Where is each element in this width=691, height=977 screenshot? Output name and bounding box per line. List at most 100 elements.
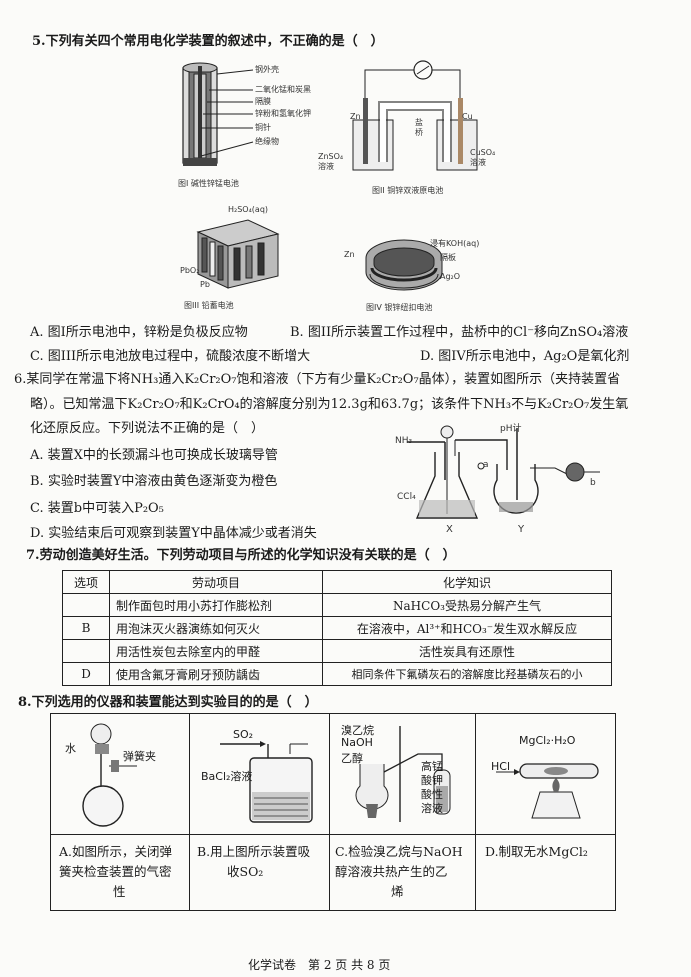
q8-option-c-line3: 烯 — [391, 884, 404, 899]
fig2-label-salt-bridge: 盐桥 — [415, 118, 423, 137]
fig2-caption: 图II 铜锌双液原电池 — [372, 186, 444, 195]
fig3-label-pb: Pb — [200, 280, 210, 289]
q6-option-c: C. 装置b中可装入P₂O₅ — [30, 501, 164, 516]
q5-option-c: C. 图III所示电池放电过程中，硫酸浓度不断增大 — [30, 349, 311, 364]
fig2-label-znso4: ZnSO₄溶液 — [318, 152, 344, 171]
q6-label-x: X — [446, 524, 453, 535]
q7-row-d-knowledge: 相同条件下氟磷灰石的溶解度比羟基磷灰石的小 — [322, 662, 612, 686]
q6-label-y: Y — [518, 524, 525, 535]
q8-option-a-line2: 簧夹检查装置的气密 — [59, 864, 172, 879]
q8-option-d-line1: D.制取无水MgCl₂ — [485, 844, 588, 859]
q6-label-b: b — [590, 478, 596, 488]
q8-fig-d — [496, 763, 599, 819]
q7-stem: 7.劳动创造美好生活。下列劳动项目与所述的化学知识没有关联的是（ ） — [26, 548, 456, 563]
fig2-cu-zn-cell — [352, 60, 478, 171]
q8-option-c-line2: 醇溶液共热产生的乙 — [335, 864, 448, 879]
q7-row-a-knowledge: NaHCO₃受热易分解产生气 — [322, 593, 612, 617]
q8-b-label-so2: SO₂ — [233, 728, 254, 741]
fig3-lead-acid-battery — [196, 219, 280, 289]
q7-row-d-option: D — [62, 662, 110, 686]
q7-row-b-option: B — [62, 616, 110, 640]
q8-row-divider — [51, 834, 615, 835]
fig4-label-koh: 浸有KOH(aq) — [430, 239, 480, 248]
fig2-label-cuso4: CuSO₄溶液 — [470, 148, 496, 167]
q8-c-label-ethanol: 乙醇 — [341, 752, 363, 765]
fig4-label-zn: Zn — [344, 250, 355, 259]
q7-header-task: 劳动项目 — [109, 570, 323, 594]
table-row: 用活性炭包去除室内的甲醛 活性炭具有还原性 — [62, 639, 612, 663]
fig4-caption: 图IV 银锌纽扣电池 — [366, 303, 433, 312]
q6-stem-line3: 化还原反应。下列说法不正确的是（ ） — [30, 421, 265, 436]
table-row: D 使用含氟牙膏刷牙预防龋齿 相同条件下氟磷灰石的溶解度比羟基磷灰石的小 — [62, 662, 612, 686]
q6-apparatus — [407, 425, 600, 519]
q5-option-d: D. 图IV所示电池中，Ag₂O是氧化剂 — [420, 349, 630, 364]
q8-col-divider-3 — [475, 714, 476, 910]
fig1-label-membrane: 隔膜 — [255, 97, 271, 106]
q7-row-b-task: 用泡沫灭火器演练如何灭火 — [109, 616, 323, 640]
q8-col-divider-1 — [189, 714, 190, 910]
q6-stem-line1: 6.某同学在常温下将NH₃通入K₂Cr₂O₇饱和溶液（下方有少量K₂Cr₂O₇晶… — [14, 372, 621, 387]
q8-option-a-line3: 性 — [113, 884, 126, 899]
q5-option-a: A. 图I所示电池中，锌粉是负极反应物 — [30, 325, 248, 340]
q7-row-c-knowledge: 活性炭具有还原性 — [322, 639, 612, 663]
fig2-label-cu: Cu — [462, 112, 473, 121]
q8-fig-a — [82, 723, 137, 827]
q8-a-label-clip: 弹簧夹 — [123, 750, 156, 763]
q6-label-nh3: NH₃ — [395, 436, 413, 446]
q7-header-row: 选项 劳动项目 化学知识 — [62, 570, 612, 594]
q8-c-label-naoh: NaOH — [341, 736, 373, 749]
fig1-label-insulator: 绝缘物 — [255, 137, 279, 146]
q6-option-a: A. 装置X中的长颈漏斗也可换成长玻璃导管 — [30, 448, 278, 463]
q7-row-c-task: 用活性炭包去除室内的甲醛 — [109, 639, 323, 663]
q7-table: 选项 劳动项目 化学知识 制作面包时用小苏打作膨松剂 NaHCO₃受热易分解产生… — [62, 570, 612, 686]
fig1-label-zinc-koh: 锌粉和氢氧化钾 — [255, 109, 311, 118]
q8-option-c-line1: C.检验溴乙烷与NaOH — [335, 844, 463, 859]
q6-label-ph-meter: pH计 — [500, 424, 522, 434]
q7-header-knowledge: 化学知识 — [322, 570, 612, 594]
q7-row-a-task: 制作面包时用小苏打作膨松剂 — [109, 593, 323, 617]
q5-option-b: B. 图II所示装置工作过程中，盐桥中的Cl⁻移向ZnSO₄溶液 — [290, 325, 629, 340]
q8-c-label-kmno4-4: 溶液 — [421, 802, 443, 815]
q6-option-b: B. 实验时装置Y中溶液由黄色逐渐变为橙色 — [30, 474, 278, 489]
q7-row-d-task: 使用含氟牙膏刷牙预防龋齿 — [109, 662, 323, 686]
q8-a-label-water: 水 — [65, 742, 76, 755]
fig1-alkaline-battery — [182, 62, 254, 166]
fig1-label-copper-pin: 铜针 — [255, 123, 271, 132]
fig4-button-cell — [365, 239, 443, 291]
q8-c-label-bromoethane: 溴乙烷 — [341, 724, 374, 737]
q7-row-b-knowledge: 在溶液中，Al³⁺和HCO₃⁻发生双水解反应 — [322, 616, 612, 640]
fig1-label-steel-shell: 钢外壳 — [255, 65, 279, 74]
table-row: B 用泡沫灭火器演练如何灭火 在溶液中，Al³⁺和HCO₃⁻发生双水解反应 — [62, 616, 612, 640]
fig3-label-h2so4: H₂SO₄(aq) — [228, 205, 269, 214]
fig3-label-pbo2: PbO₂ — [180, 266, 200, 275]
fig3-caption: 图III 铅蓄电池 — [184, 301, 234, 310]
q8-option-a-line1: A.如图所示，关闭弹 — [59, 844, 173, 859]
q8-d-label-mgcl2: MgCl₂·H₂O — [519, 734, 576, 747]
q8-table: 水 弹簧夹 SO₂ BaCl₂溶液 溴乙烷 NaOH 乙醇 高锰 酸钾 酸性 溶… — [50, 713, 616, 911]
q7-header-option: 选项 — [62, 570, 110, 594]
q5-stem: 5.下列有关四个常用电化学装置的叙述中，不正确的是（ ） — [32, 34, 384, 49]
q8-c-label-kmno4-2: 酸钾 — [421, 774, 443, 787]
q7-row-a-option — [62, 593, 110, 617]
fig2-label-zn: Zn — [350, 112, 361, 121]
fig4-label-ag2o: Ag₂O — [440, 272, 461, 281]
fig1-caption: 图I 碱性锌锰电池 — [178, 179, 239, 188]
q8-b-label-bacl2: BaCl₂溶液 — [201, 770, 253, 783]
q6-label-ccl4: CCl₄ — [397, 492, 416, 502]
q8-option-b-line1: B.用上图所示装置吸 — [197, 844, 311, 859]
q8-col-divider-2 — [329, 714, 330, 910]
fig1-label-mno2: 二氧化锰和炭黑 — [255, 85, 311, 94]
q8-fig-c — [355, 726, 451, 822]
q8-option-b-line2: 收SO₂ — [227, 864, 264, 879]
page-footer: 化学试卷 第 2 页 共 8 页 — [248, 958, 391, 972]
q8-fig-b — [220, 741, 313, 823]
q6-stem-line2: 略）。已知常温下K₂Cr₂O₇和K₂CrO₄的溶解度分别为12.3g和63.7g… — [30, 397, 629, 412]
q6-label-a: a — [483, 460, 489, 470]
q6-option-d: D. 实验结束后可观察到装置Y中晶体减少或者消失 — [30, 526, 317, 541]
q8-c-label-kmno4-1: 高锰 — [421, 760, 443, 773]
fig4-label-separator: 隔板 — [440, 253, 456, 262]
q8-d-label-hcl: HCl — [491, 760, 511, 773]
q7-row-c-option — [62, 639, 110, 663]
table-row: 制作面包时用小苏打作膨松剂 NaHCO₃受热易分解产生气 — [62, 593, 612, 617]
q8-stem: 8.下列选用的仪器和装置能达到实验目的的是（ ） — [18, 695, 318, 710]
